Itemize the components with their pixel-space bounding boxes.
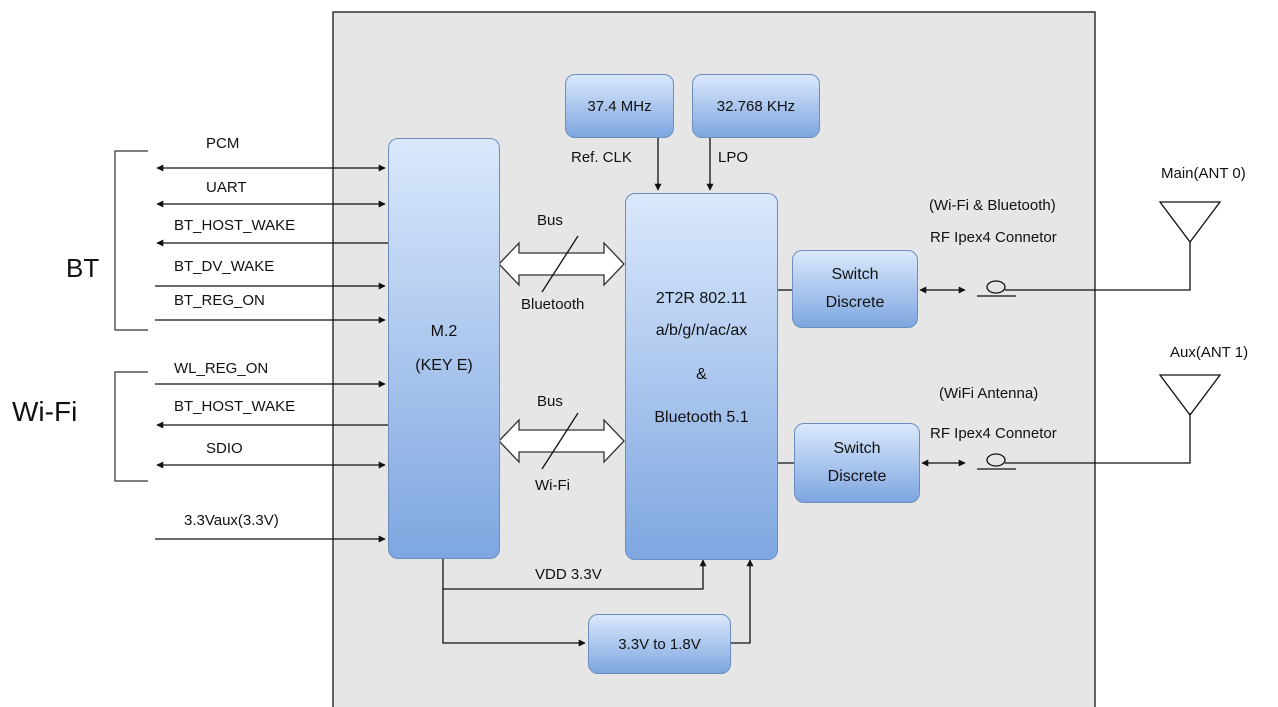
lpo-label: LPO <box>718 149 749 166</box>
signal-label-wl-reg-on: WL_REG_ON <box>174 360 269 377</box>
signal-label-vaux: 3.3Vaux(3.3V) <box>184 512 279 529</box>
osc1-label: 37.4 MHz <box>587 97 652 115</box>
switch-discrete-2-block: Switch Discrete <box>794 423 920 503</box>
regulator-label: 3.3V to 1.8V <box>618 635 701 653</box>
vdd-line <box>442 559 707 590</box>
ref-clk-label: Ref. CLK <box>571 149 632 166</box>
signal-label-sdio: SDIO <box>206 440 243 457</box>
antenna-main-label: Main(ANT 0) <box>1161 165 1246 182</box>
antenna-main-icon <box>1158 201 1222 244</box>
antenna-aux-label: Aux(ANT 1) <box>1170 344 1249 361</box>
bus-wifi-slash <box>541 412 579 470</box>
chip-line3: & <box>696 366 707 383</box>
bus-bluetooth-slash <box>541 235 579 293</box>
bus-wifi-arrow <box>498 418 625 464</box>
bt-bracket <box>114 150 148 331</box>
chip-block: 2T2R 802.11 a/b/g/n/ac/ax & Bluetooth 5.… <box>625 193 778 560</box>
osc-37-4mhz-block: 37.4 MHz <box>565 74 674 138</box>
chip-line2: a/b/g/n/ac/ax <box>655 322 748 339</box>
chip-line1: 2T2R 802.11 <box>655 290 748 307</box>
m2-key-e-block: M.2 (KEY E) <box>388 138 500 559</box>
m2-block-line2: (KEY E) <box>415 356 473 374</box>
regulator-chip-line <box>731 559 754 644</box>
rf2-line2-label: RF Ipex4 Connetor <box>930 425 1057 442</box>
signal-label-bt-reg-on: BT_REG_ON <box>174 292 265 309</box>
group-label-wifi: Wi-Fi <box>12 396 78 427</box>
signal-label-uart: UART <box>206 179 247 196</box>
switch2-line2: Discrete <box>827 468 887 485</box>
rf-connector-1 <box>977 242 1191 297</box>
rf1-line1-label: (Wi-Fi & Bluetooth) <box>929 197 1056 214</box>
regulator-block: 3.3V to 1.8V <box>588 614 731 674</box>
signal-label-bt-host-wake-2: BT_HOST_WAKE <box>174 398 296 415</box>
signal-label-bt-dv-wake: BT_DV_WAKE <box>174 258 275 275</box>
switch-discrete-1-block: Switch Discrete <box>792 250 918 328</box>
bus-bluetooth-arrow <box>498 241 625 287</box>
bus-wifi-top-label: Bus <box>537 393 563 410</box>
antenna-aux-icon <box>1158 374 1222 417</box>
rf1-line2-label: RF Ipex4 Connetor <box>930 229 1057 246</box>
signal-label-pcm: PCM <box>206 135 240 152</box>
bus-wifi-bottom-label: Wi-Fi <box>535 477 570 494</box>
wifi-bracket <box>114 371 148 482</box>
rf2-line1-label: (WiFi Antenna) <box>939 385 1039 402</box>
bus-bt-top-label: Bus <box>537 212 563 229</box>
m2-regulator-line <box>442 589 586 647</box>
group-label-bt: BT <box>66 253 100 283</box>
bus-bt-bottom-label: Bluetooth <box>521 296 585 313</box>
signal-label-bt-host-wake: BT_HOST_WAKE <box>174 217 296 234</box>
switch1-line2: Discrete <box>825 294 885 311</box>
switch1-line1: Switch <box>831 266 879 283</box>
m2-block-line1: M.2 <box>430 322 458 340</box>
chip-line4: Bluetooth 5.1 <box>654 409 749 426</box>
switch2-line1: Switch <box>833 440 881 457</box>
vdd-label: VDD 3.3V <box>535 566 602 583</box>
osc-32-768khz-block: 32.768 KHz <box>692 74 820 138</box>
rf-connector-2 <box>977 413 1191 470</box>
osc2-label: 32.768 KHz <box>716 97 796 115</box>
